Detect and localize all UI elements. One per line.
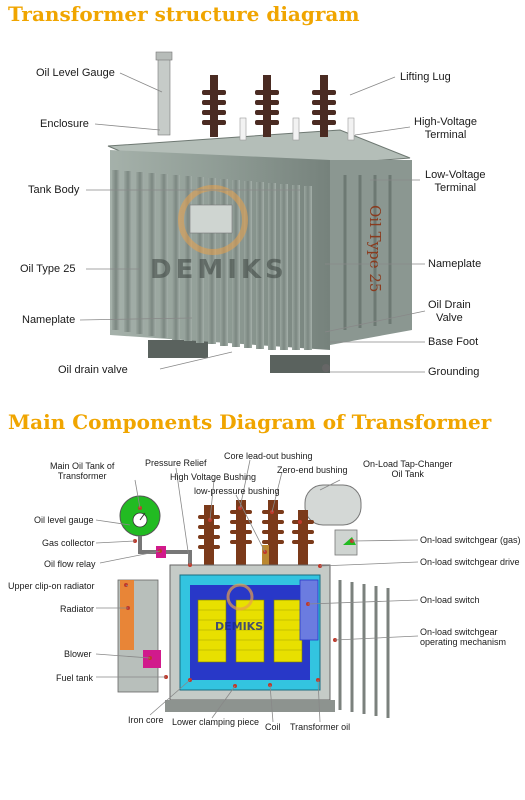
base-foot-left (148, 340, 208, 358)
label-coil: Coil (265, 722, 281, 732)
label-oil-level-gauge: Oil Level Gauge (36, 67, 115, 79)
label-high-voltage-bushing: High Voltage Bushing (170, 472, 257, 482)
label-core-leadout-bushing: Core lead-out bushing (224, 451, 313, 461)
radiator-highlight (120, 580, 134, 650)
label-oil-level-gauge-bottom: Oil level gauge (34, 515, 94, 525)
blower (143, 650, 161, 668)
watermark-text: DEMIKS (150, 255, 288, 285)
cutaway-bushings (198, 500, 314, 565)
label-oil-flow-relay: Oil flow relay (44, 559, 96, 569)
label-grounding: Grounding (428, 366, 480, 378)
label-on-load-switch: On-load switch (420, 595, 480, 605)
transformer-exterior-illustration: DEMIKS Oil Type 25 (79, 51, 426, 373)
switchgear-gas-icon (343, 537, 356, 545)
label-oil-type-25: Oil Type 25 (20, 263, 76, 275)
label-enclosure: Enclosure (40, 118, 89, 130)
right-radiator (338, 580, 390, 718)
label-blower: Blower (64, 649, 92, 659)
small-watermark-text: DEMIKS (215, 620, 263, 633)
on-load-switch (299, 579, 319, 641)
grounding-terminal (322, 364, 330, 372)
high-voltage-bushings (202, 75, 336, 137)
cooling-fins (112, 170, 312, 350)
label-zero-end-bushing: Zero-end bushing (277, 465, 348, 475)
label-lower-clamping-piece: Lower clamping piece (172, 717, 260, 727)
watermark-logo-icon (178, 185, 248, 255)
label-base-foot: Base Foot (428, 336, 479, 348)
label-switchgear-gas: On-load switchgear (gas) (420, 535, 521, 545)
label-fuel-tank: Fuel tank (56, 673, 94, 683)
label-tank-body: Tank Body (28, 184, 80, 196)
coils (197, 599, 303, 663)
label-transformer-oil: Transformer oil (290, 722, 351, 732)
nameplate (189, 204, 233, 234)
label-nameplate-right: Nameplate (428, 258, 482, 270)
bottom-diagram-title: Main Components Diagram of Transformer (8, 410, 492, 434)
label-iron-core: Iron core (128, 715, 164, 725)
label-lifting-lug: Lifting Lug (400, 71, 451, 83)
label-pressure-relief: Pressure Relief (145, 458, 207, 468)
low-voltage-bushings (239, 117, 355, 141)
label-upper-clip-on-radiator: Upper clip-on radiator (8, 581, 95, 591)
label-switchgear-drive: On-load switchgear drive (420, 557, 520, 567)
tank-oil-type-text: Oil Type 25 (366, 205, 384, 292)
small-watermark-logo-icon (226, 583, 254, 611)
label-oil-drain-valve-left: Oil drain valve (58, 364, 128, 376)
label-low-pressure-bushing: low-pressure bushing (194, 486, 280, 496)
label-nameplate-left: Nameplate (22, 314, 76, 326)
top-diagram-title: Transformer structure diagram (8, 2, 360, 26)
oltc-oil-tank (304, 484, 362, 526)
label-gas-collector: Gas collector (42, 538, 95, 548)
base-foot-right (270, 355, 330, 373)
label-radiator: Radiator (60, 604, 95, 614)
side-fins (343, 175, 392, 330)
